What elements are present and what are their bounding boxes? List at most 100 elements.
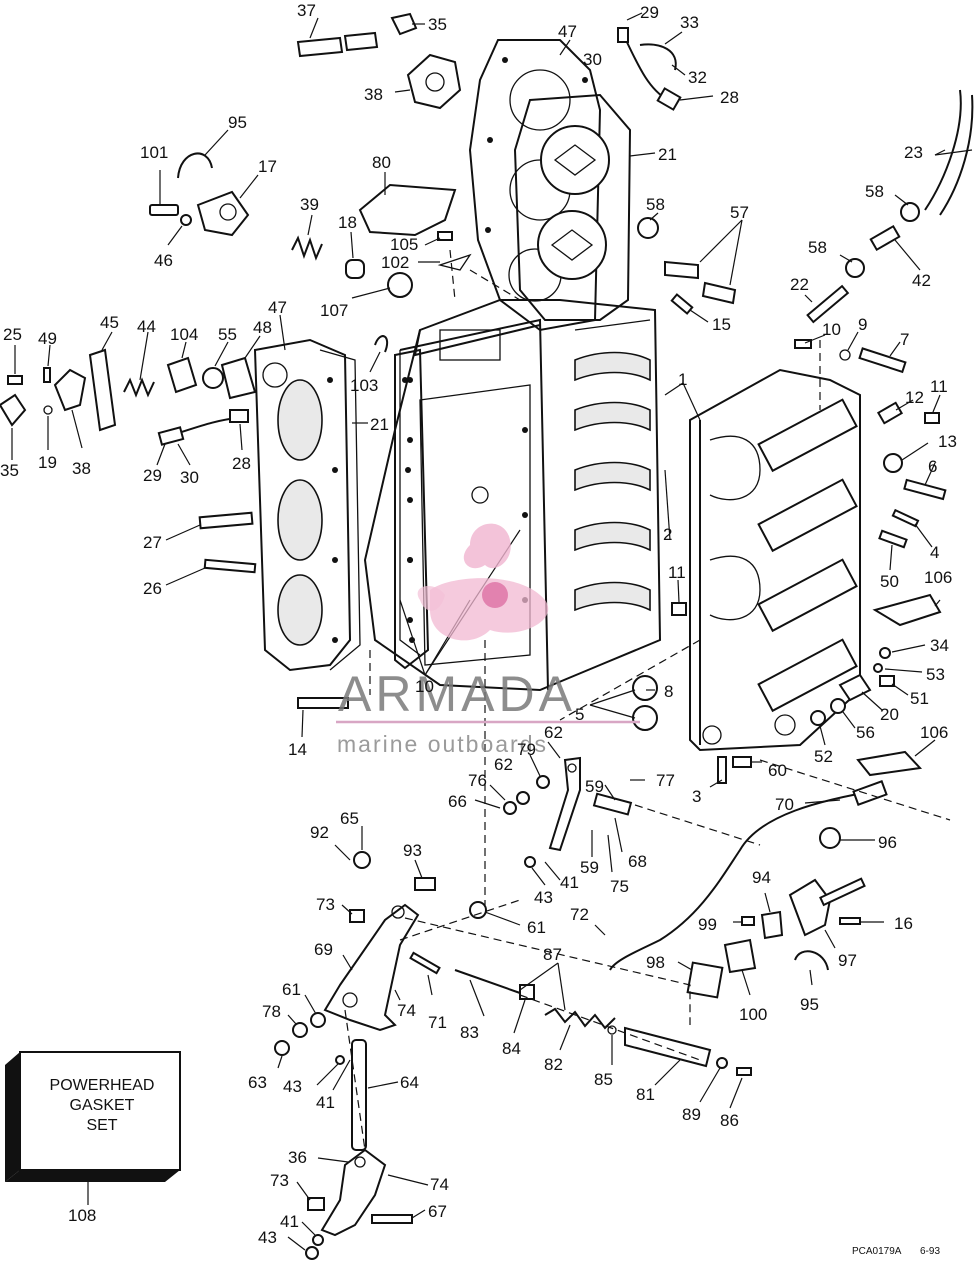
nut-89 <box>716 1057 728 1069</box>
link-64 <box>351 1039 367 1151</box>
callout-63: 63 <box>248 1073 267 1092</box>
callout-27: 27 <box>143 533 162 552</box>
clip-103 <box>374 335 389 353</box>
callout-62: 62 <box>494 755 513 774</box>
callout-71: 71 <box>428 1013 447 1032</box>
callout-30: 30 <box>583 50 602 69</box>
callout-100: 100 <box>739 1005 767 1024</box>
washer-62b <box>516 791 530 805</box>
washer-41-lower <box>312 1234 324 1246</box>
bushing-65 <box>353 851 371 869</box>
callout-59: 59 <box>585 777 604 796</box>
callout-42: 42 <box>912 271 931 290</box>
gasket-box-text: POWERHEAD GASKET SET <box>50 1077 155 1134</box>
callout-73: 73 <box>270 1171 289 1190</box>
callout-20: 20 <box>880 705 899 724</box>
callout-21: 21 <box>370 415 389 434</box>
screw-16 <box>839 917 861 925</box>
callout-23: 23 <box>904 143 923 162</box>
head-gasket-21-left <box>394 348 430 670</box>
callout-12: 12 <box>905 388 924 407</box>
callout-33: 33 <box>680 13 699 32</box>
callout-69: 69 <box>314 940 333 959</box>
gasket-box-line-1: POWERHEAD <box>50 1077 155 1094</box>
callout-35: 35 <box>0 461 19 480</box>
callout-21: 21 <box>658 145 677 164</box>
fitting-42 <box>869 224 901 252</box>
callout-70: 70 <box>775 795 794 814</box>
watermark-tagline: marine outboards <box>337 731 548 757</box>
fitting-11-mid <box>671 602 687 616</box>
nut-43-link <box>335 1055 345 1065</box>
gasket-set-box <box>5 1051 181 1205</box>
pump-38-top <box>406 53 462 110</box>
rod-71 <box>409 951 441 975</box>
spring-49 <box>43 367 51 383</box>
callout-87: 87 <box>543 945 562 964</box>
callout-28: 28 <box>232 454 251 473</box>
callout-78: 78 <box>262 1002 281 1021</box>
fitting-28-top <box>656 87 682 111</box>
part-drawings <box>0 12 974 1260</box>
callout-60: 60 <box>768 761 787 780</box>
fitting-35-left <box>0 393 27 427</box>
callout-22: 22 <box>790 275 809 294</box>
callout-55: 55 <box>218 325 237 344</box>
callout-106: 106 <box>924 568 952 587</box>
housing-48 <box>220 356 257 400</box>
fitting-60 <box>732 756 752 768</box>
callout-25: 25 <box>3 325 22 344</box>
callout-39: 39 <box>300 195 319 214</box>
link-93 <box>414 877 436 891</box>
bracket-100 <box>723 938 757 974</box>
fitting-35-top <box>390 12 418 36</box>
cylinder-head-left <box>253 338 361 672</box>
plug-12 <box>876 401 904 425</box>
callout-59: 59 <box>580 858 599 877</box>
callout-41: 41 <box>560 873 579 892</box>
callout-11: 11 <box>668 563 686 582</box>
fitting-11 <box>924 412 940 424</box>
callout-56: 56 <box>856 723 875 742</box>
clamp-58-right2 <box>845 258 865 278</box>
bracket-106-lower <box>856 750 923 777</box>
callout-5: 5 <box>575 705 584 724</box>
callout-93: 93 <box>403 841 422 860</box>
washer-8b <box>632 705 658 731</box>
callout-26: 26 <box>143 579 162 598</box>
bracket-102 <box>437 253 472 271</box>
screw-86 <box>736 1067 752 1076</box>
callout-74: 74 <box>397 1001 416 1020</box>
spark-plug-27 <box>198 511 254 530</box>
screw-99 <box>741 916 755 926</box>
callout-104: 104 <box>170 325 198 344</box>
callout-11: 11 <box>930 377 948 396</box>
clamp-95-top <box>177 152 213 179</box>
bracket-97 <box>788 878 832 937</box>
plug-13 <box>883 453 903 473</box>
hose-33 <box>639 43 677 71</box>
callout-4: 4 <box>930 543 939 562</box>
callout-38: 38 <box>72 459 91 478</box>
screw-101 <box>149 204 179 216</box>
callout-41: 41 <box>316 1093 335 1112</box>
bracket-106-upper <box>872 593 942 627</box>
lever-36 <box>320 1148 387 1237</box>
callout-15: 15 <box>712 315 731 334</box>
tube-22 <box>806 284 850 324</box>
callout-14: 14 <box>288 740 307 759</box>
washer-62a <box>536 775 550 789</box>
clamp-58-right <box>900 202 920 222</box>
pin-4 <box>891 508 920 528</box>
callout-107: 107 <box>320 301 348 320</box>
callout-58: 58 <box>865 182 884 201</box>
nut-61-lower <box>310 1012 326 1028</box>
screw-15 <box>670 293 694 315</box>
callout-50: 50 <box>880 572 899 591</box>
connector-28 <box>229 409 249 423</box>
callout-47: 47 <box>558 22 577 41</box>
thermostat-housing-17 <box>196 190 250 237</box>
bushing-56 <box>830 698 846 714</box>
watermark-brand: ARMADA <box>338 666 576 722</box>
callout-95: 95 <box>228 113 247 132</box>
